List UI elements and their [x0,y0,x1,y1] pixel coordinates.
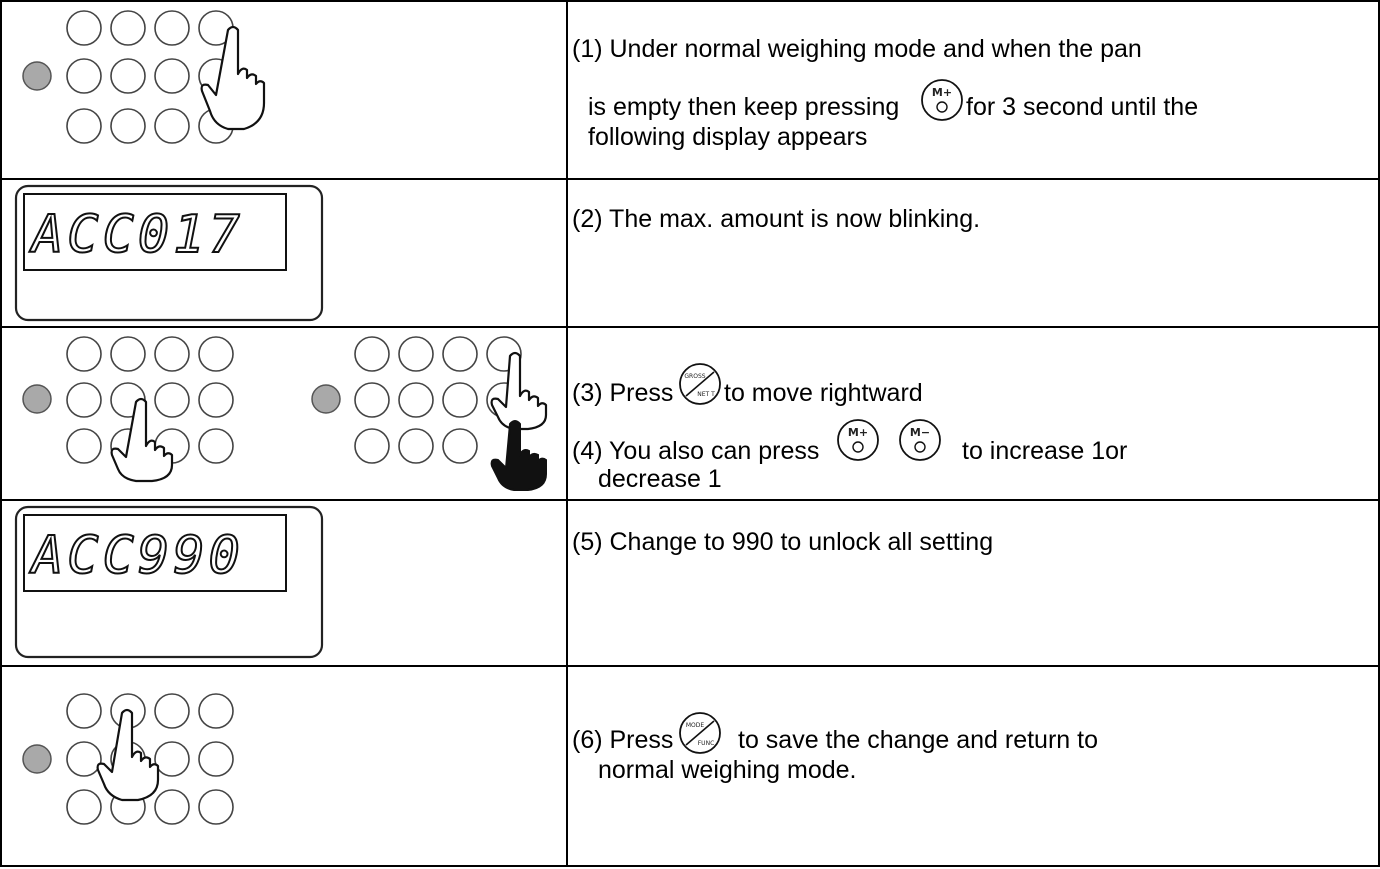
pointing-hand-icon [110,397,174,483]
step-6-line-2: normal weighing mode. [598,756,857,784]
power-led-icon [311,384,341,414]
step-5-illustration: ACC990 [0,501,568,665]
power-led-icon [22,384,52,414]
power-led-icon [22,61,52,91]
step-4-line-1b: to increase 1or [962,437,1128,465]
step-1-line-2a: is empty then keep pressing [588,93,900,121]
pointing-hand-icon [490,351,548,431]
step-2-line-1: (2) The max. amount is now blinking. [572,205,981,233]
svg-text:GROSS: GROSS [684,373,705,380]
display-reading-first: ACC017 [29,205,244,265]
svg-text:NET T: NET T [697,391,715,398]
display-reading-second: ACC990 [29,526,244,586]
step-3-line-1a: (3) Press [572,379,674,407]
step-row-3: (3) Press GROSS NET T to move rightward … [0,326,1380,499]
keypad-press-illustration [22,10,266,144]
step-6-illustration [0,667,568,865]
step-3-illustration [0,328,568,499]
step-6-line-1a: (6) Press [572,726,674,754]
step-6-line-1b: to save the change and return to [738,726,1098,754]
keypad-press-illustration [22,693,234,825]
step-1-line-3: following display appears [588,123,868,151]
keypad-press-illustration-left [22,336,548,491]
lcd-display-second: ACC990 [14,505,324,659]
step-4-line-1a: (4) You also can press [572,437,820,465]
step-1-line-2b: for 3 second until the [966,93,1199,121]
pointing-hand-icon [200,25,266,131]
step-2-illustration: ACC017 [0,180,568,326]
step-6-text: (6) Press MODE FUNC to save the change a… [568,667,1380,865]
pointing-hand-icon [96,708,160,802]
step-row-4: ACC990 (5) Change to 990 to unlock all s… [0,499,1380,665]
step-3-text: (3) Press GROSS NET T to move rightward … [568,328,1380,499]
gross-net-key-icon: GROSS NET T [679,363,721,405]
svg-text:M+: M+ [848,426,868,439]
step-row-1: (1) Under normal weighing mode and when … [0,0,1380,178]
step-1-line-1: (1) Under normal weighing mode and when … [572,35,1142,63]
step-3-line-1b: to move rightward [724,379,923,407]
step-row-2: ACC017 (2) The max. amount is now blinki… [0,178,1380,326]
power-led-icon [22,744,52,774]
pointing-hand-dark-icon [490,420,547,491]
svg-text:MODE: MODE [686,722,705,729]
svg-text:FUNC: FUNC [698,740,715,747]
m-plus-key-icon: M+ [837,419,879,461]
step-5-line-1: (5) Change to 990 to unlock all setting [572,528,994,556]
m-minus-key-icon: M− [899,419,941,461]
step-1-illustration [0,2,568,178]
step-5-text: (5) Change to 990 to unlock all setting [568,501,1380,665]
keypad-buttons [66,10,234,144]
mode-func-key-icon: MODE FUNC [679,712,721,754]
lcd-display-first: ACC017 [14,184,324,322]
step-1-text: (1) Under normal weighing mode and when … [568,2,1380,178]
svg-text:M+: M+ [932,86,952,99]
svg-text:M−: M− [910,426,930,439]
step-2-text: (2) The max. amount is now blinking. [568,180,1380,326]
keypad-buttons-right [354,336,522,464]
m-plus-key-icon: M+ [921,79,963,121]
step-row-5: (6) Press MODE FUNC to save the change a… [0,665,1380,867]
step-4-line-2: decrease 1 [598,465,722,493]
